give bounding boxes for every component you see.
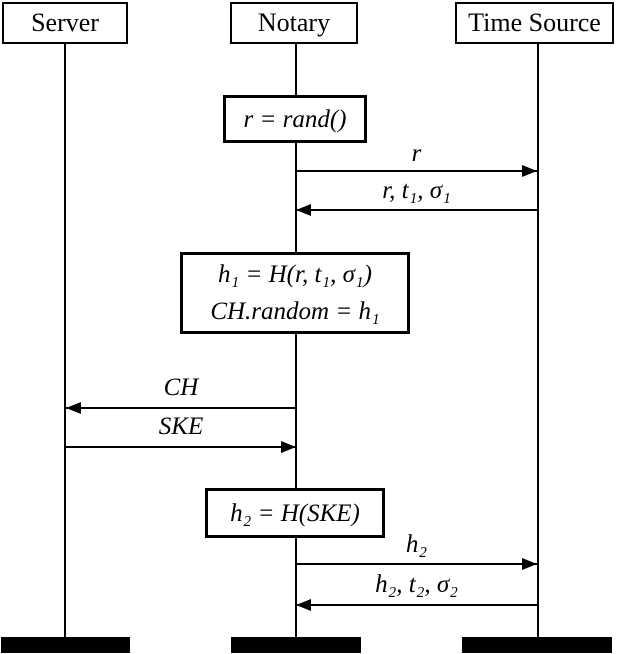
actor-notary-label: Notary <box>257 8 331 37</box>
process-box-h1-line1: h₁ = H(r, t₁, σ₁) <box>218 261 372 288</box>
process-box-h1: h₁ = H(r, t₁, σ₁) CH.random = h₁ <box>180 252 410 334</box>
arrow-shaft <box>66 446 296 448</box>
server-lifeline <box>64 43 66 638</box>
message-arrow-ske <box>66 441 296 453</box>
message-label-h2-t2-sigma2: h₂, t₂, σ₂ <box>375 571 458 598</box>
arrowhead-right-icon <box>522 558 537 570</box>
message-label-ch: CH <box>163 374 199 401</box>
notary-lifeline <box>295 43 297 638</box>
message-label-r-t1-sigma1: r, t₁, σ₁ <box>382 177 451 204</box>
arrowhead-left-icon <box>296 204 311 216</box>
message-arrow-r <box>296 165 537 177</box>
arrowhead-left-icon <box>66 402 81 414</box>
actor-server: Server <box>2 2 128 44</box>
process-box-rand-line: r = rand() <box>243 105 347 133</box>
message-arrow-h2-t2-sigma2 <box>296 599 537 611</box>
message-label-r: r <box>411 140 422 167</box>
process-box-h1-line2: CH.random = h₁ <box>210 298 380 325</box>
message-arrow-r-t1-sigma1 <box>296 204 537 216</box>
notary-termination-bar <box>231 637 361 653</box>
message-arrow-ch <box>66 402 296 414</box>
message-label-ske: SKE <box>158 413 204 440</box>
process-box-rand: r = rand() <box>223 95 367 143</box>
process-box-h2: h₂ = H(SKE) <box>205 488 385 538</box>
actor-server-label: Server <box>31 8 99 37</box>
time-source-lifeline <box>537 43 539 638</box>
arrow-shaft <box>296 563 537 565</box>
arrow-shaft <box>296 170 537 172</box>
arrowhead-left-icon <box>296 599 311 611</box>
message-arrow-h2 <box>296 558 537 570</box>
message-label-h2: h₂ <box>405 531 428 558</box>
arrow-shaft <box>296 209 537 211</box>
time-source-termination-bar <box>462 637 612 653</box>
process-box-h2-line: h₂ = H(SKE) <box>230 499 360 527</box>
actor-time-source-label: Time Source <box>468 8 601 37</box>
arrow-shaft <box>66 407 296 409</box>
server-termination-bar <box>1 637 130 653</box>
arrowhead-right-icon <box>522 165 537 177</box>
arrowhead-right-icon <box>281 441 296 453</box>
arrow-shaft <box>296 604 537 606</box>
actor-notary: Notary <box>230 2 358 44</box>
actor-time-source: Time Source <box>455 2 614 44</box>
